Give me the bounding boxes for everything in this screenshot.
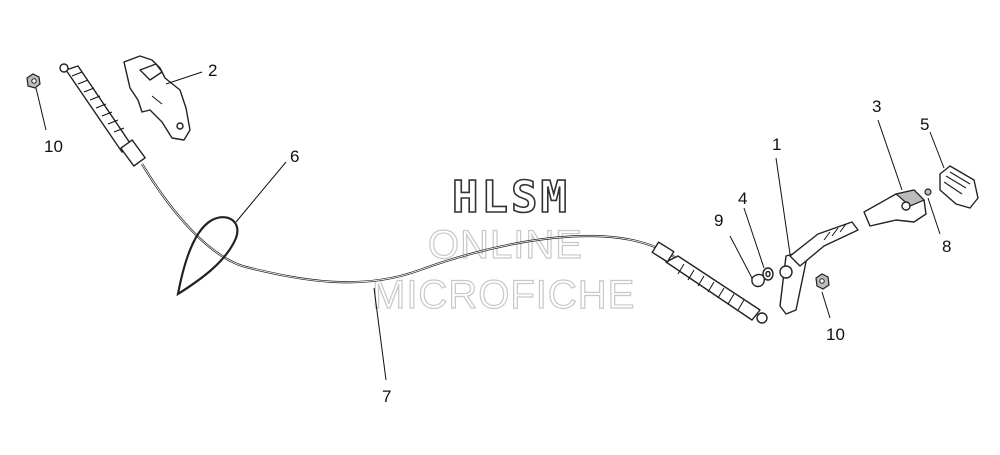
part-7-control-cable [59, 63, 768, 324]
part-10-left-nut [26, 73, 41, 89]
part-2-bracket [123, 55, 191, 141]
watermark-line-1: HLSM [452, 172, 570, 223]
part-10-right-nut [815, 273, 830, 290]
callout-7: 7 [382, 387, 391, 406]
callout-labels: 10 2 6 7 1 4 9 10 3 5 8 [44, 61, 951, 406]
watermark-line-3: MICROFICHE [372, 273, 635, 317]
callout-3: 3 [872, 97, 881, 116]
callout-5: 5 [920, 115, 929, 134]
callout-10-right: 10 [826, 325, 845, 344]
part-4-washer [762, 267, 774, 281]
lower-cable-boot [651, 241, 768, 324]
callout-4: 4 [738, 189, 747, 208]
callout-10-left: 10 [44, 137, 63, 156]
callout-1: 1 [772, 135, 781, 154]
part-9-clip [751, 273, 766, 288]
callout-8: 8 [942, 237, 951, 256]
part-1-shift-lever [779, 221, 859, 315]
callout-9: 9 [714, 211, 723, 230]
callout-6: 6 [290, 147, 299, 166]
callout-2: 2 [208, 61, 217, 80]
part-6-cable-loop [176, 216, 239, 297]
part-3-knob-body [863, 189, 927, 227]
part-5-knob-cap [939, 165, 979, 209]
callout-leaders [35, 71, 945, 381]
part-8-screw [924, 188, 932, 196]
upper-cable-boot [59, 63, 146, 167]
